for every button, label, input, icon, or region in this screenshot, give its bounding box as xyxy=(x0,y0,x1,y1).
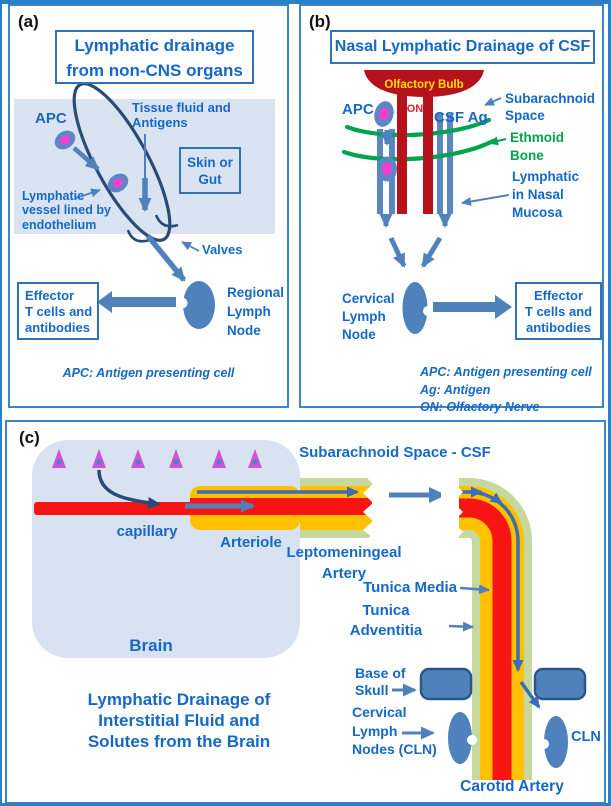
olfactory-nerve-left xyxy=(397,93,407,214)
apc-label: APC xyxy=(35,110,67,127)
cervical-nodes-label: Cervical Lymph Nodes (CLN) xyxy=(352,704,437,757)
ethmoid-label: Ethmoid Bone xyxy=(510,130,564,163)
regional-node-label: Regional Lymph Node xyxy=(227,285,285,338)
capillary-label: capillary xyxy=(116,523,178,540)
tunica-adventitia-label: Tunica Adventitia xyxy=(349,602,423,639)
isf-curve-arrow xyxy=(97,469,161,509)
cervical-lymph-node xyxy=(402,282,428,334)
olfactory-bulb-label: Olfactory Bulb xyxy=(384,79,464,91)
cln-short-label: CLN xyxy=(571,729,601,745)
panel-a-legend: APC: Antigen presenting cell xyxy=(62,366,235,380)
panel-c: (c) Subarachnoid Space - CSF capillary A… xyxy=(5,420,606,804)
skull-block-left xyxy=(419,667,473,701)
panel-b-title-box: Nasal Lymphatic Drainage of CSF xyxy=(330,30,595,64)
panel-a-graphics xyxy=(54,82,215,329)
lymphatic-mucosa-label: Lymphatic in Nasal Mucosa xyxy=(512,169,580,220)
carotid-label: Carotid Artery xyxy=(460,778,564,795)
panel-a-tag: (a) xyxy=(18,12,39,31)
panel-b-tag: (b) xyxy=(309,12,331,31)
effector-box-a: Effector T cells and antibodies xyxy=(17,282,99,340)
regional-lymph-node xyxy=(183,281,215,329)
vessel-label: Lymphatic vessel lined by endothelium xyxy=(22,189,111,232)
right-lymphatic-bar-1 xyxy=(437,114,443,214)
apc-cell-2 xyxy=(107,173,129,193)
converge-arrow-right xyxy=(420,236,443,268)
cln-left-notch xyxy=(467,735,477,745)
cln-left xyxy=(448,712,472,764)
apc-cell-top xyxy=(374,101,394,127)
valve-hook-2 xyxy=(154,214,179,228)
skull-block-right xyxy=(533,667,587,701)
leptomeningeal-artery-segment xyxy=(300,478,372,538)
to-cln-arrow xyxy=(519,680,541,709)
panel-b-legend: APC: Antigen presenting cell Ag: Antigen… xyxy=(420,365,592,414)
leptomeningeal-label: Leptomeningeal Artery xyxy=(286,544,402,582)
apc-cell-in-channel xyxy=(377,156,397,182)
panel-b: (b) Nasal Lymphatic Drainage of CSF Olfa… xyxy=(299,4,604,414)
base-skull-label: Base of Skull xyxy=(355,665,406,698)
valve-hook-1 xyxy=(126,229,151,243)
panel-c-caption: Lymphatic Drainage of Interstitial Fluid… xyxy=(87,690,271,751)
apc-cell-1 xyxy=(54,130,76,150)
cln-right xyxy=(544,716,568,768)
olfactory-bulb xyxy=(364,70,484,97)
tissue-fluid-label: Tissue fluid and Antigens xyxy=(132,100,231,130)
right-lymphatic-bar-2 xyxy=(447,114,453,214)
cervical-node-label: Cervical Lymph Node xyxy=(342,291,395,342)
cervical-node-notch xyxy=(423,306,433,316)
converge-arrow-left xyxy=(388,236,407,268)
ethmoid-bone-lower xyxy=(341,138,496,162)
subarachnoid-arrow xyxy=(484,97,502,106)
valves-label-arrow xyxy=(181,241,200,252)
bend-arrow-2 xyxy=(489,492,503,505)
lymphatic-mucosa-arrow xyxy=(461,194,510,206)
csf-ag-label: CSF Ag xyxy=(434,109,488,126)
node-to-effector-arrow xyxy=(97,291,176,313)
valves-label: Valves xyxy=(202,242,243,257)
lymph-node-notch xyxy=(176,297,188,309)
on-label: ON xyxy=(406,103,424,115)
carotid-artery xyxy=(459,478,532,780)
panel-a-title-box: Lymphatic drainage from non-CNS organs xyxy=(55,30,254,84)
skin-gut-box: Skin or Gut xyxy=(179,147,241,194)
ethmoid-arrow xyxy=(488,136,507,146)
vessel-to-node-arrow xyxy=(145,234,187,282)
panel-c-tag: (c) xyxy=(19,428,40,447)
tunica-media-label: Tunica Media xyxy=(363,579,457,596)
effector-box-b: Effector T cells and antibodies xyxy=(515,282,602,340)
apc-entry-arrow xyxy=(72,146,100,171)
node-to-effector-arrow xyxy=(433,295,512,319)
apc-label-b: APC xyxy=(342,101,374,118)
torn-edge-left-segment xyxy=(363,472,385,542)
olfactory-nerve-right xyxy=(423,93,433,214)
panel-a: (a) Lymphatic drainage from non-CNS orga… xyxy=(8,4,289,408)
panel-b-graphics xyxy=(341,70,512,334)
vessel-label-arrow xyxy=(75,188,101,199)
brain-label: Brain xyxy=(129,636,173,655)
arteriole-label: Arteriole xyxy=(220,534,282,551)
panel-a-title-line1: Lymphatic drainage xyxy=(74,36,235,55)
tunica-media-arrow xyxy=(459,584,490,595)
subarachnoid-label: Subarachnoid Space xyxy=(505,91,596,123)
ethmoid-bone-upper xyxy=(344,117,492,138)
torn-edge-right-segment xyxy=(441,474,463,540)
subarachnoid-csf-label: Subarachnoid Space - CSF xyxy=(299,444,491,461)
neuron-triangles xyxy=(52,449,262,468)
tunica-adventitia-arrow xyxy=(448,621,474,632)
panel-a-title-line2: from non-CNS organs xyxy=(66,61,243,80)
panel-c-graphics xyxy=(32,440,587,780)
capillary xyxy=(34,502,202,515)
cln-right-notch xyxy=(539,739,549,749)
